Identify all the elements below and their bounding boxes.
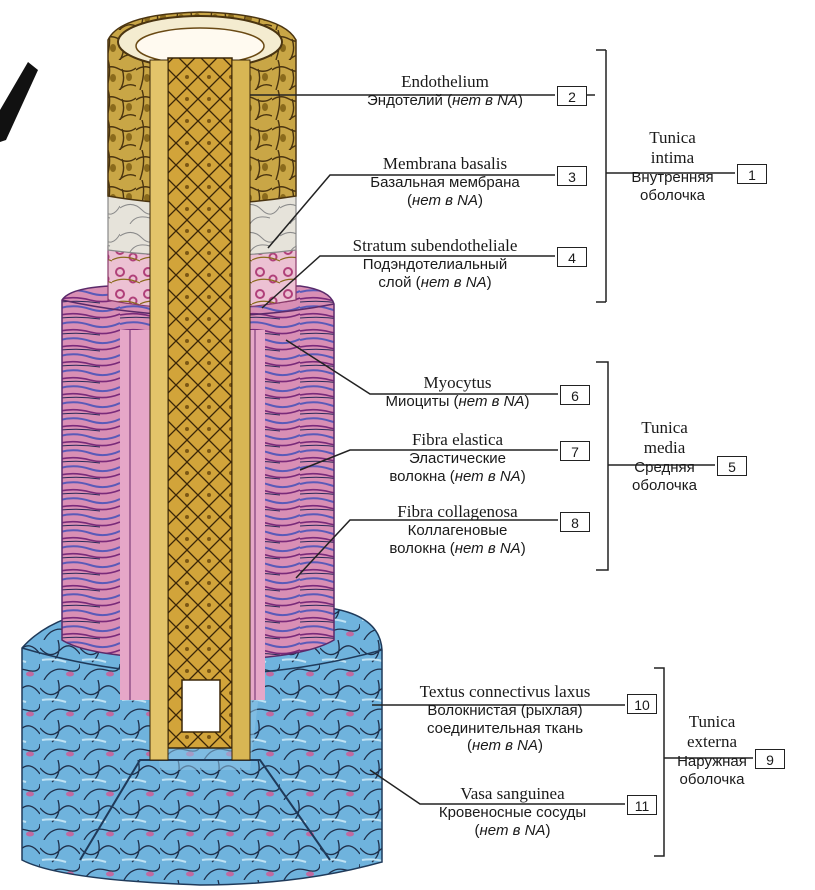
label-ru: (нет в NA) (405, 822, 620, 840)
tunica-latin: Tunica (612, 418, 717, 438)
label-vasa-sanguinea: Vasa sanguinea Кровеносные сосуды (нет в… (405, 784, 620, 839)
label-ru: Коллагеновые (360, 522, 555, 540)
label-stratum-subendotheliale: Stratum subendotheliale Подэндотелиальны… (320, 236, 550, 291)
tunica-latin: media (612, 438, 717, 458)
label-ru: волокна (нет в NA) (360, 540, 555, 558)
label-ru: Эндотелий (нет в NA) (340, 92, 550, 110)
label-latin: Endothelium (340, 72, 550, 92)
tunica-ru: оболочка (610, 187, 735, 205)
number-box: 6 (560, 385, 590, 405)
number-box: 9 (755, 749, 785, 769)
label-ru: волокна (нет в NA) (360, 468, 555, 486)
tunica-latin: externa (668, 732, 756, 752)
tunica-latin: Tunica (610, 128, 735, 148)
lumen-window (182, 680, 220, 732)
label-latin: Stratum subendotheliale (320, 236, 550, 256)
na-note: нет в NA (421, 274, 487, 291)
tunica-intima-label: Tunica intima Внутренняя оболочка (610, 128, 735, 205)
label-ru: Кровеносные сосуды (405, 804, 620, 822)
tunica-ru: Наружная (668, 753, 756, 771)
tunica-latin: Tunica (668, 712, 756, 732)
na-note: нет в NA (459, 393, 525, 410)
tunica-externa-label: Tunica externa Наружная оболочка (668, 712, 756, 789)
corner-stroke-mark (0, 62, 38, 142)
number-box: 2 (557, 86, 587, 106)
label-ru: Волокнистая (рыхлая) (390, 702, 620, 720)
label-fibra-collagenosa: Fibra collagenosa Коллагеновые волокна (… (360, 502, 555, 557)
label-latin: Vasa sanguinea (405, 784, 620, 804)
number-box: 3 (557, 166, 587, 186)
label-membrana-basalis: Membrana basalis Базальная мембрана (нет… (340, 154, 550, 209)
na-note: нет в NA (472, 737, 538, 754)
label-ru: Базальная мембрана (340, 174, 550, 192)
na-note: нет в NA (455, 540, 521, 557)
na-note: нет в NA (480, 822, 546, 839)
number-box: 4 (557, 247, 587, 267)
number-box: 10 (627, 694, 657, 714)
label-ru: (нет в NA) (340, 192, 550, 210)
label-latin: Membrana basalis (340, 154, 550, 174)
label-latin: Myocytus (360, 373, 555, 393)
tunica-latin: intima (610, 148, 735, 168)
na-note: нет в NA (455, 468, 521, 485)
tunica-ru: оболочка (668, 771, 756, 789)
number-box: 7 (560, 441, 590, 461)
label-latin: Textus connectivus laxus (390, 682, 620, 702)
tunica-ru: оболочка (612, 477, 717, 495)
label-ru: (нет в NA) (390, 737, 620, 755)
na-note: нет в NA (452, 92, 518, 109)
tunica-media-label: Tunica media Средняя оболочка (612, 418, 717, 495)
label-latin: Fibra collagenosa (360, 502, 555, 522)
label-ru: Подэндотелиальный (320, 256, 550, 274)
number-box: 8 (560, 512, 590, 532)
label-fibra-elastica: Fibra elastica Эластические волокна (нет… (360, 430, 555, 485)
number-box: 1 (737, 164, 767, 184)
label-ru: соединительная ткань (390, 720, 620, 738)
tunica-ru: Внутренняя (610, 169, 735, 187)
number-box: 5 (717, 456, 747, 476)
label-ru: Эластические (360, 450, 555, 468)
label-myocytus: Myocytus Миоциты (нет в NA) (360, 373, 555, 411)
label-ru: слой (нет в NA) (320, 274, 550, 292)
tunica-ru: Средняя (612, 459, 717, 477)
na-note: нет в NA (412, 192, 478, 209)
label-endothelium: Endothelium Эндотелий (нет в NA) (340, 72, 550, 110)
number-box: 11 (627, 795, 657, 815)
label-textus-connectivus-laxus: Textus connectivus laxus Волокнистая (ры… (390, 682, 620, 755)
lumen-surface-strip (168, 58, 232, 748)
label-latin: Fibra elastica (360, 430, 555, 450)
label-ru: Миоциты (нет в NA) (360, 393, 555, 411)
